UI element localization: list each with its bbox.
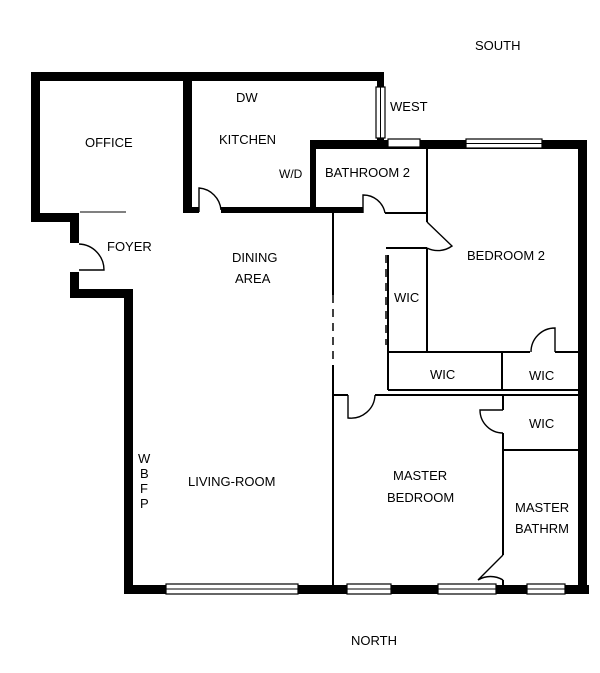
- room-dining-line1: DINING: [232, 250, 278, 265]
- label-wbfp-f: F: [140, 481, 148, 496]
- room-bedroom2: BEDROOM 2: [467, 248, 545, 263]
- room-master-bedroom-line2: BEDROOM: [387, 490, 454, 505]
- room-office: OFFICE: [85, 135, 133, 150]
- room-bathroom2: BATHROOM 2: [325, 165, 410, 180]
- label-wbfp-w: W: [138, 451, 151, 466]
- room-master-bath-line1: MASTER: [515, 500, 569, 515]
- room-wic-right-bottom: WIC: [529, 416, 554, 431]
- room-living: LIVING-ROOM: [188, 474, 275, 489]
- label-dw: DW: [236, 90, 258, 105]
- room-kitchen: KITCHEN: [219, 132, 276, 147]
- room-wic-mid: WIC: [430, 367, 455, 382]
- labels: SOUTH WEST NORTH OFFICE DW KITCHEN W/D B…: [85, 38, 569, 648]
- window-bath2: [387, 138, 421, 148]
- compass-north: NORTH: [351, 633, 397, 648]
- room-dining-line2: AREA: [235, 271, 271, 286]
- room-wic-right-top: WIC: [529, 368, 554, 383]
- label-wd: W/D: [279, 167, 303, 181]
- doors: [78, 187, 556, 581]
- room-foyer: FOYER: [107, 239, 152, 254]
- exterior-walls: [31, 72, 589, 594]
- room-master-bath-line2: BATHRM: [515, 521, 569, 536]
- compass-west: WEST: [390, 99, 428, 114]
- compass-south: SOUTH: [475, 38, 521, 53]
- room-master-bedroom-line1: MASTER: [393, 468, 447, 483]
- interior-walls: [332, 148, 580, 586]
- label-wbfp-b: B: [140, 466, 149, 481]
- windows: [165, 86, 566, 595]
- room-wic-hall: WIC: [394, 290, 419, 305]
- label-wbfp-p: P: [140, 496, 149, 511]
